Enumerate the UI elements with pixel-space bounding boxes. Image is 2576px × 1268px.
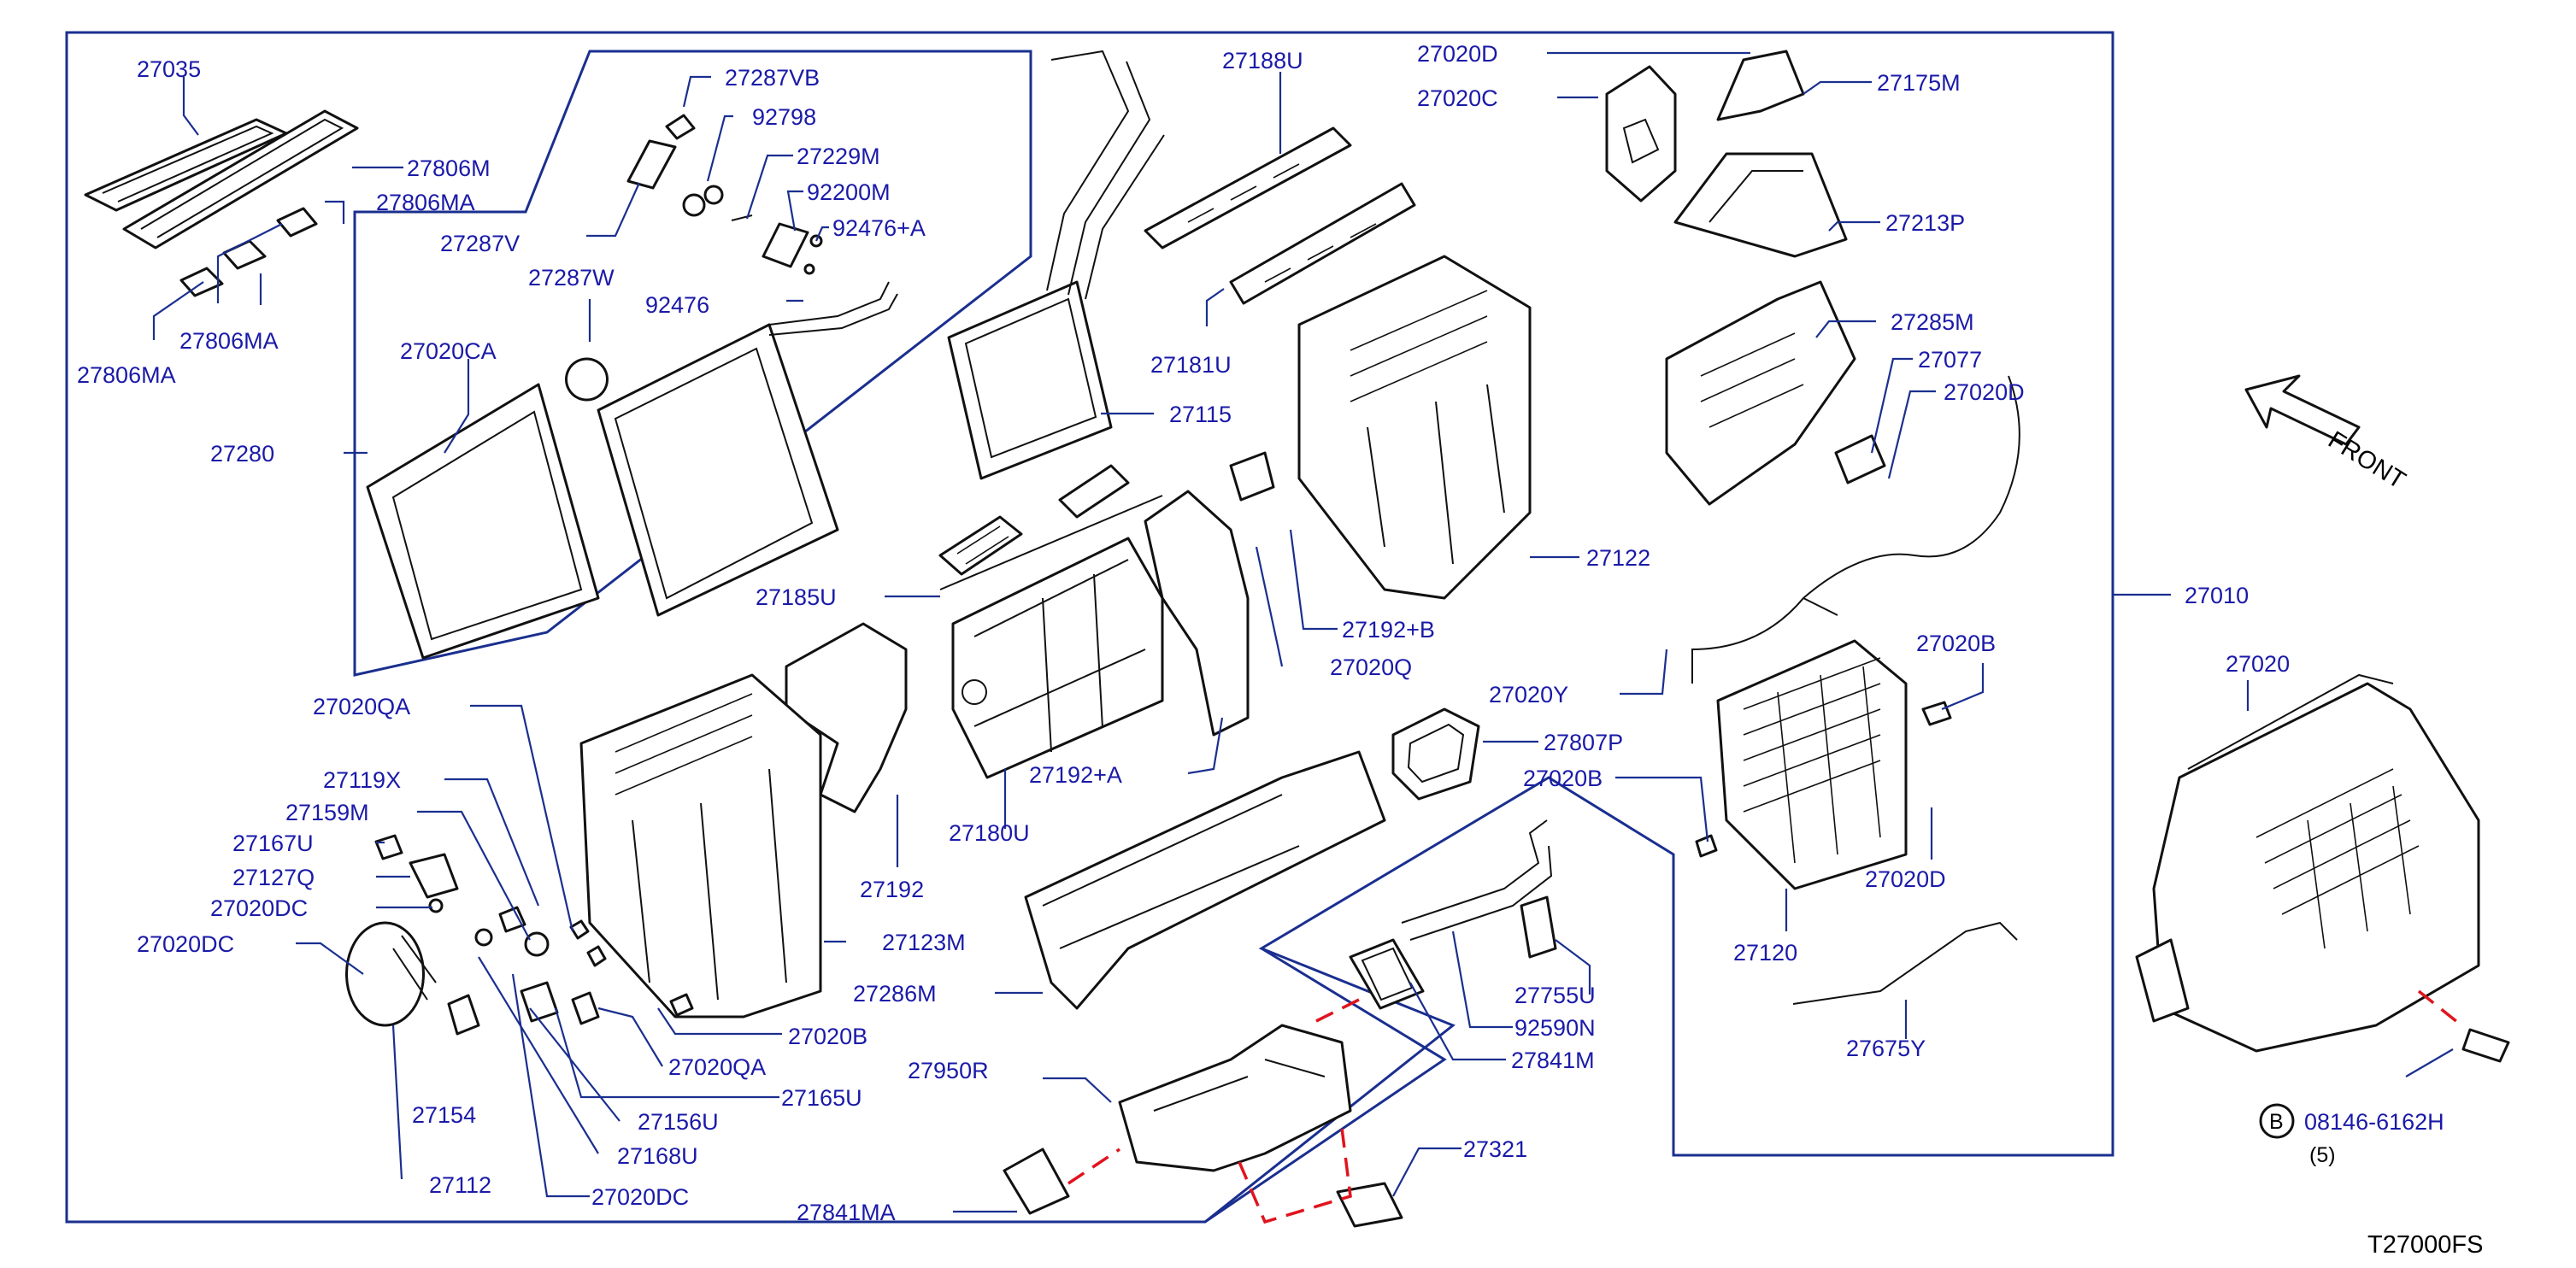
label-27807p: 27807P	[1544, 730, 1623, 755]
label-27321: 27321	[1463, 1136, 1527, 1162]
heater-core-27115-drawing	[947, 50, 1165, 480]
hose-92590n-drawing	[1401, 819, 1557, 959]
bolt-badge-circle	[2259, 1103, 2295, 1139]
label-27020d-top: 27020D	[1417, 41, 1498, 67]
label-27192a: 27192+A	[1029, 762, 1122, 788]
upper-right-parts-drawing	[1605, 50, 1848, 258]
main-assembly-frame	[65, 31, 2114, 1224]
red-link-27321	[1238, 1127, 1352, 1224]
label-27287w: 27287W	[528, 265, 615, 291]
label-27020b-mid: 27020B	[1523, 766, 1603, 791]
label-27020dc-c: 27020DC	[591, 1184, 689, 1210]
duct-27950r-drawing	[1003, 938, 1425, 1228]
label-27755u: 27755U	[1514, 983, 1596, 1008]
red-link-27841m	[1315, 998, 1360, 1023]
label-27127q: 27127Q	[232, 865, 315, 890]
label-27280: 27280	[210, 441, 274, 467]
group-frames	[65, 31, 2114, 1224]
upper-case-27122-drawing	[1297, 255, 1532, 600]
label-27286m: 27286M	[853, 981, 937, 1007]
label-27120: 27120	[1733, 940, 1797, 966]
label-27287vb: 27287VB	[725, 65, 820, 91]
label-92476: 92476	[645, 292, 709, 318]
label-92200m: 92200M	[807, 179, 891, 205]
seal-27035-drawing	[84, 109, 359, 297]
label-27020: 27020	[2226, 651, 2290, 677]
label-27285m: 27285M	[1891, 309, 1974, 335]
label-27020y: 27020Y	[1489, 682, 1568, 707]
label-92590n: 92590N	[1514, 1015, 1596, 1041]
label-27112: 27112	[429, 1172, 491, 1198]
label-27806ma-left: 27806MA	[77, 362, 176, 388]
label-27020qa-top: 27020QA	[313, 694, 410, 719]
label-27020b-low: 27020B	[788, 1024, 867, 1049]
label-27122: 27122	[1586, 545, 1650, 571]
label-27154: 27154	[412, 1102, 476, 1128]
label-bolt-badge: B	[2269, 1110, 2284, 1134]
label-27020q: 27020Q	[1330, 655, 1412, 680]
label-27165u: 27165U	[781, 1085, 862, 1111]
label-27168u: 27168U	[617, 1143, 698, 1169]
evaporator-subgroup-frame	[353, 50, 1032, 677]
actuator-27285m-drawing	[1665, 280, 2020, 684]
label-27192: 27192	[860, 877, 924, 902]
blower-27180u-drawing	[951, 537, 1164, 779]
label-27806ma-right: 27806MA	[376, 190, 475, 215]
vent-27188u-drawing	[1144, 126, 1416, 305]
label-92476a: 92476+A	[832, 215, 926, 241]
diagram-reference: T27000FS	[2367, 1231, 2483, 1259]
label-27115: 27115	[1169, 402, 1232, 427]
front-arrow-icon	[2244, 374, 2361, 446]
label-27010: 27010	[2185, 583, 2249, 608]
label-27229m: 27229M	[797, 144, 880, 169]
label-27123m: 27123M	[882, 930, 966, 955]
label-27020d-mid: 27020D	[1944, 379, 2025, 405]
duct-27286m-drawing	[1024, 750, 1386, 1010]
seal-27807p-drawing	[1391, 707, 1480, 801]
evaporator-27280-drawing	[366, 281, 898, 660]
hvac-unit-27020-drawing	[2135, 673, 2510, 1063]
label-27287v: 27287V	[440, 231, 520, 256]
label-27156u: 27156U	[638, 1109, 719, 1135]
label-27020b-right: 27020B	[1916, 631, 1996, 656]
label-27077: 27077	[1918, 347, 1982, 373]
label-27020dc-a: 27020DC	[210, 895, 308, 921]
label-27950r: 27950R	[908, 1058, 989, 1083]
label-27020qa-low: 27020QA	[668, 1054, 766, 1080]
label-27167u: 27167U	[232, 831, 314, 856]
red-link-27841ma	[1067, 1148, 1120, 1185]
label-27119x: 27119X	[323, 767, 401, 793]
front-label: FRONT	[2323, 426, 2410, 495]
label-27020c: 27020C	[1417, 85, 1498, 111]
label-27035: 27035	[137, 56, 201, 82]
label-27181u: 27181U	[1150, 352, 1232, 378]
group-parts	[84, 50, 2510, 1228]
label-27020ca: 27020CA	[400, 338, 497, 364]
group-labels: 27035 27806M 27806MA 27806MA 27806MA 272…	[77, 41, 2483, 1259]
label-27806ma-mid: 27806MA	[179, 328, 279, 354]
label-27192b: 27192+B	[1342, 617, 1435, 643]
label-27180u: 27180U	[949, 820, 1030, 846]
lower-duct-subgroup-frame	[1204, 947, 1447, 1224]
label-bolt-part: 08146-6162H	[2304, 1109, 2444, 1135]
case-27123m-drawing	[579, 673, 822, 1019]
label-27841ma: 27841MA	[797, 1200, 896, 1225]
label-bolt-qty: (5)	[2309, 1143, 2336, 1167]
label-27185u: 27185U	[756, 584, 837, 610]
red-link-bolt	[2417, 989, 2463, 1027]
label-27213p: 27213P	[1885, 210, 1965, 236]
label-27159m: 27159M	[285, 800, 369, 825]
small-parts-left-drawing	[345, 834, 607, 1036]
label-27020d-low: 27020D	[1865, 866, 1946, 892]
label-27020dc-b: 27020DC	[137, 931, 234, 957]
label-27675y: 27675Y	[1846, 1036, 1926, 1061]
label-92798: 92798	[752, 104, 816, 130]
group-leaders	[152, 51, 2454, 1213]
label-27841m: 27841M	[1511, 1048, 1595, 1073]
label-27175m: 27175M	[1877, 70, 1961, 96]
valve-27287v-drawing	[565, 114, 823, 402]
label-27188u: 27188U	[1222, 48, 1303, 73]
label-27806m: 27806M	[407, 156, 491, 181]
